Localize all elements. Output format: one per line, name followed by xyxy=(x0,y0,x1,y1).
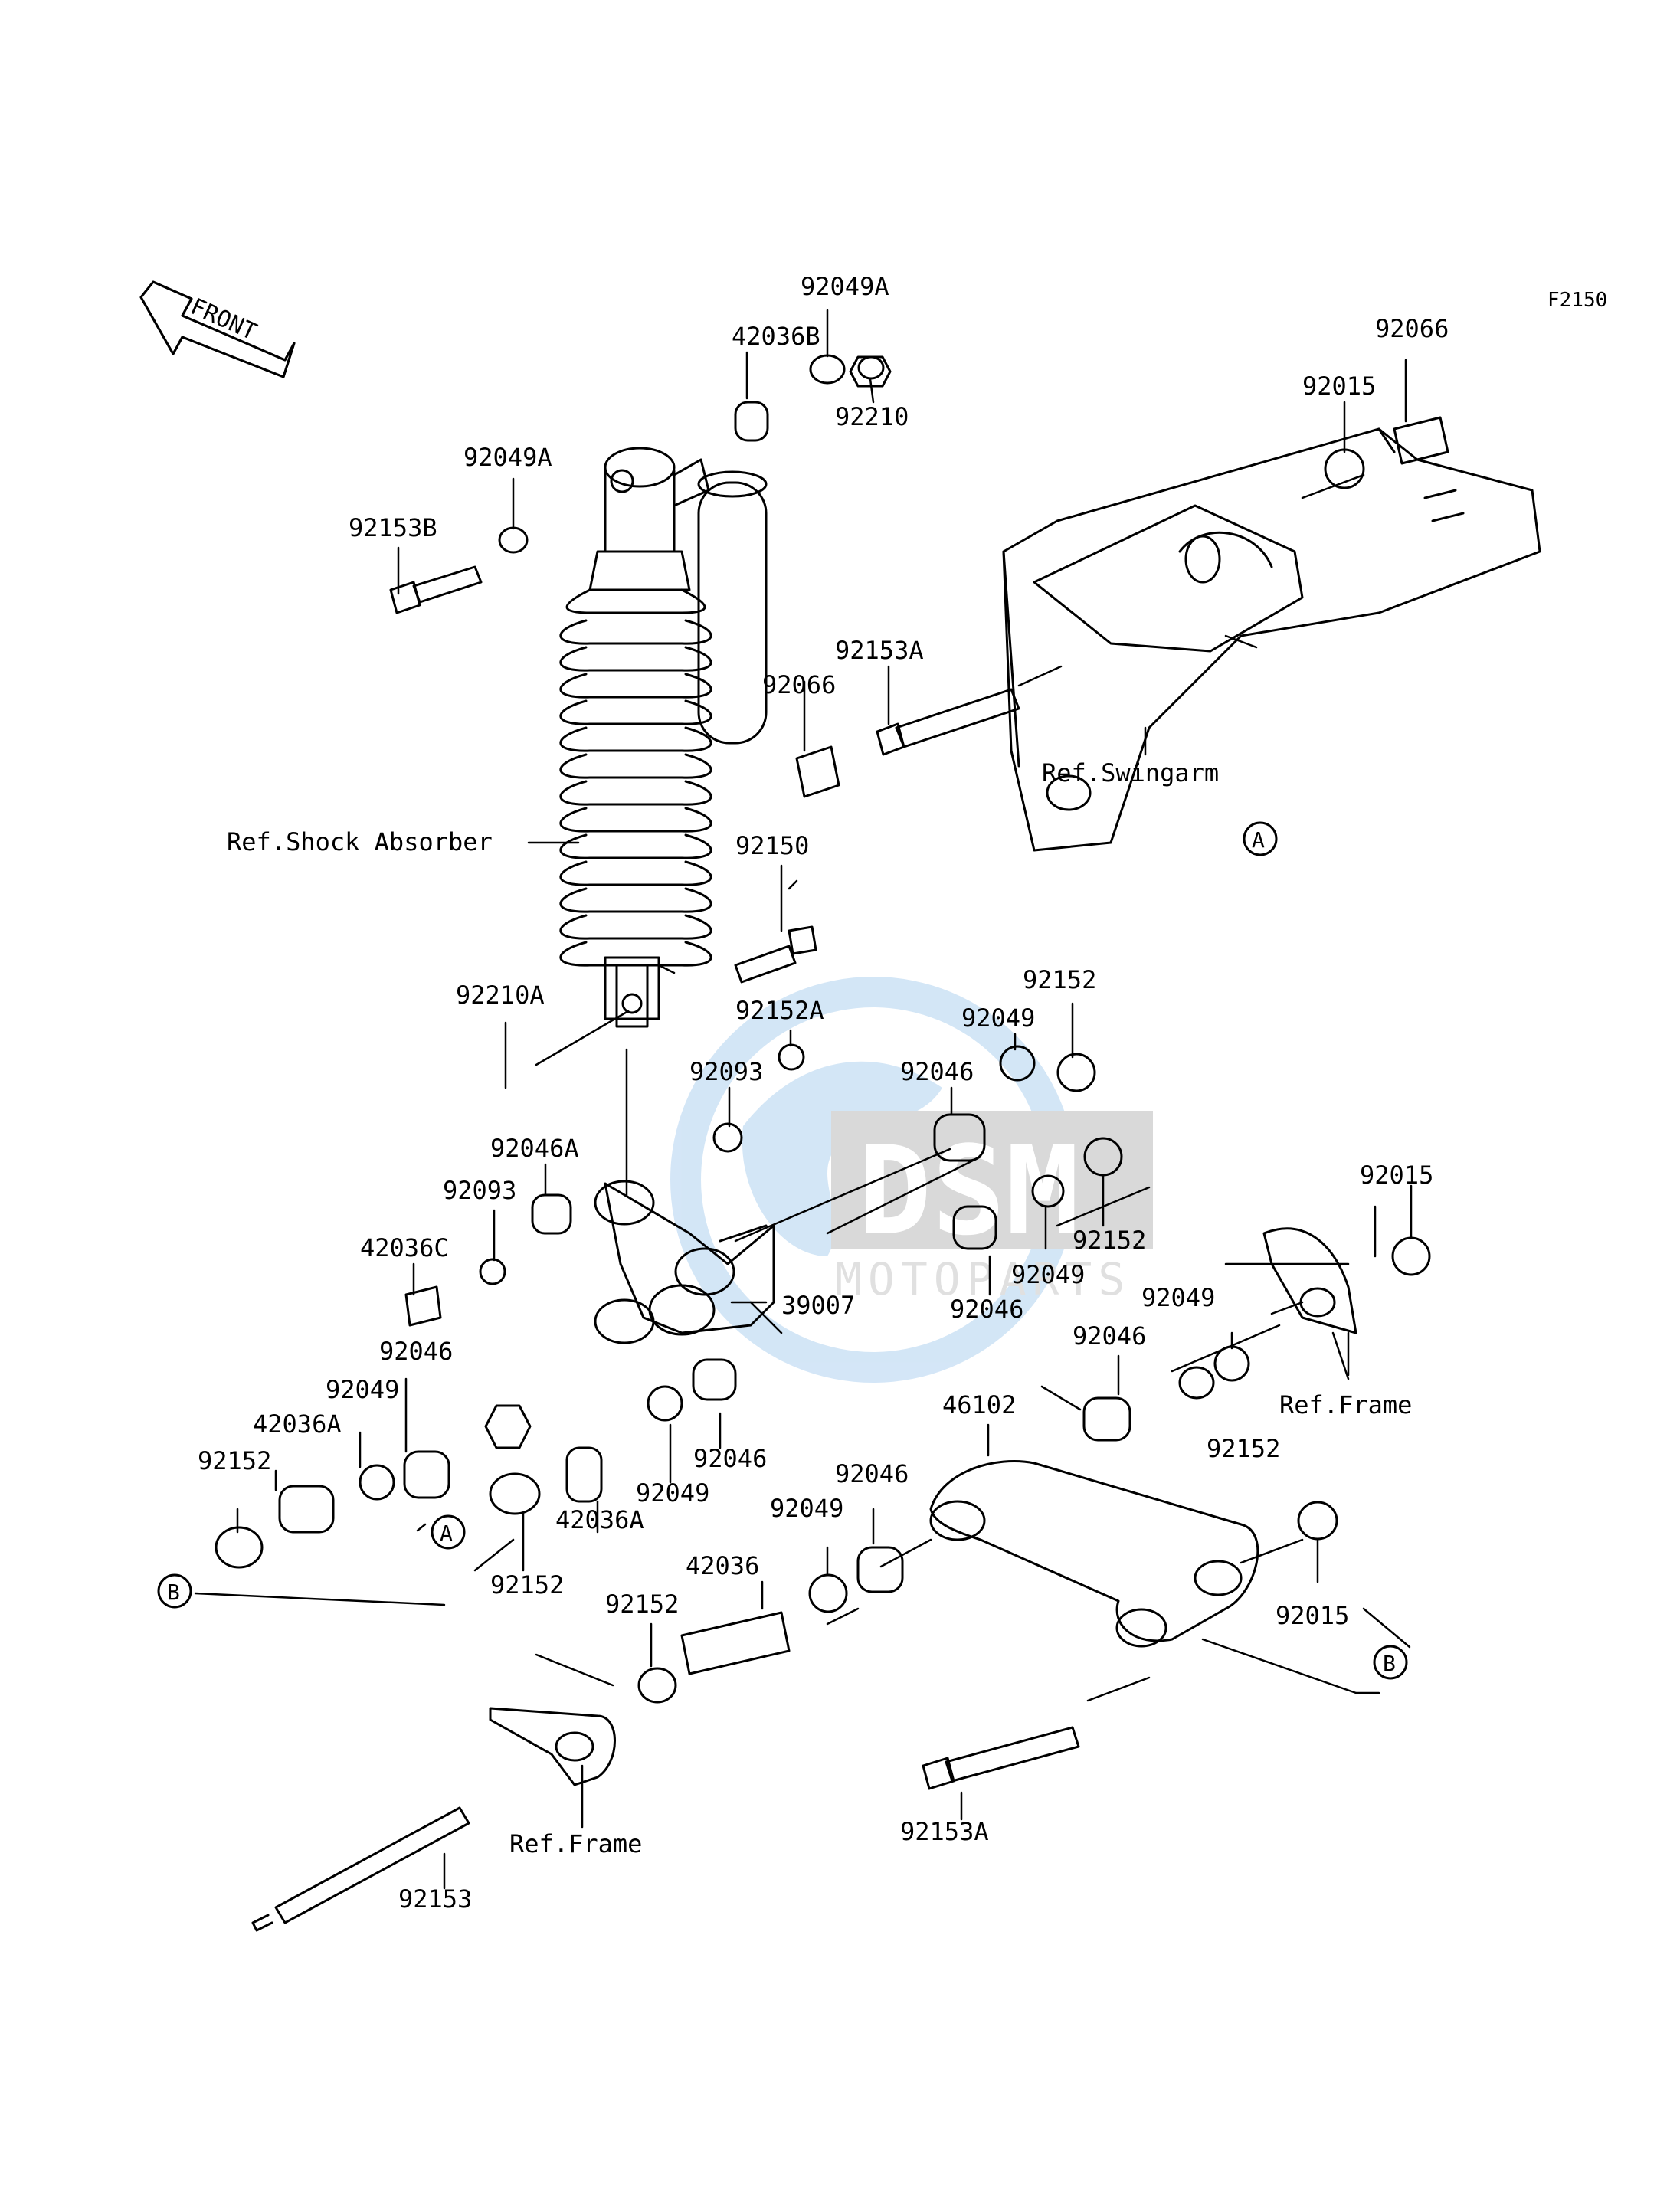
callout-b-right: B xyxy=(1383,1651,1396,1676)
part-label-92150: 92150 xyxy=(735,831,809,860)
part-label-92049a-top: 92049A xyxy=(801,272,889,301)
watermark: DSM MOTOPARTS xyxy=(670,977,1153,1383)
part-number-labels: 92049A42036B92210920669201592049A92153B9… xyxy=(198,272,1449,1914)
tie-rod xyxy=(929,1460,1259,1648)
part-label-92066-mid: 92066 xyxy=(762,670,836,699)
part-label-42036c: 42036C xyxy=(360,1233,449,1262)
part-label-92049-c: 92049 xyxy=(636,1478,709,1508)
callout-a-upper: A xyxy=(1252,827,1265,853)
part-label-92152-low: 92152 xyxy=(490,1570,564,1599)
ref-frame-right: Ref.Frame xyxy=(1279,1390,1412,1419)
part-label-42036a-c: 42036A xyxy=(555,1505,644,1534)
spring-coil xyxy=(559,673,712,699)
part-label-42036b: 42036B xyxy=(732,322,820,351)
part-label-92015-top: 92015 xyxy=(1302,372,1376,401)
spring-coil xyxy=(559,860,712,886)
part-label-92210: 92210 xyxy=(835,402,909,431)
spring-coil xyxy=(559,833,712,859)
watermark-brand: DSM xyxy=(858,1119,1079,1262)
part-label-92046-top: 92046 xyxy=(900,1057,974,1086)
watermark-tagline: MOTOPARTS xyxy=(835,1253,1131,1305)
part-label-92015-low: 92015 xyxy=(1276,1601,1349,1630)
part-label-92152a: 92152A xyxy=(735,996,824,1025)
spring-coil xyxy=(559,941,712,967)
part-label-92015-right: 92015 xyxy=(1360,1161,1433,1190)
spring-coil xyxy=(559,807,712,833)
reference-labels: Ref.Shock Absorber Ref.Swingarm Ref.Fram… xyxy=(227,289,1607,1858)
part-label-39007: 39007 xyxy=(781,1291,855,1320)
small-parts xyxy=(215,354,1449,1704)
bolt-92153 xyxy=(251,1806,470,1932)
bolt-92153a-top xyxy=(876,688,1020,756)
front-arrow-icon: FRONT xyxy=(139,280,296,378)
callout-b-left: B xyxy=(167,1580,180,1605)
figure-code: F2150 xyxy=(1547,289,1607,312)
part-label-92046-left: 92046 xyxy=(379,1337,453,1366)
part-label-92152-left: 92152 xyxy=(198,1446,271,1475)
bolt-92150 xyxy=(734,925,817,984)
leader-lines xyxy=(194,309,1413,1890)
swingarm xyxy=(1002,427,1541,852)
part-label-92049-left: 92049 xyxy=(326,1375,399,1404)
part-label-92152-top: 92152 xyxy=(1023,965,1096,994)
part-label-42036a-left: 42036A xyxy=(253,1410,342,1439)
part-label-42036: 42036 xyxy=(686,1551,759,1580)
part-label-92093-top: 92093 xyxy=(689,1057,763,1086)
spring-coil xyxy=(559,726,712,752)
part-label-92153a-top: 92153A xyxy=(835,636,924,665)
spring-coil xyxy=(559,914,712,940)
part-label-92049-link: 92049 xyxy=(770,1494,843,1523)
shock-absorber xyxy=(559,447,768,1028)
part-label-92049-top: 92049 xyxy=(961,1004,1035,1033)
bolt-92153a-bot xyxy=(922,1726,1080,1790)
part-label-92046-mid: 92046 xyxy=(950,1295,1023,1324)
spring-coil xyxy=(559,699,712,725)
spring-coil xyxy=(559,646,712,672)
spring-coil xyxy=(559,619,712,645)
ref-swingarm: Ref.Swingarm xyxy=(1042,758,1219,787)
callout-markers: A A B B xyxy=(157,821,1408,1680)
spring-coil xyxy=(559,887,712,913)
part-label-92093-left: 92093 xyxy=(443,1176,516,1205)
frame-bracket-right xyxy=(1262,1227,1357,1334)
frame-bracket-bottom xyxy=(489,1707,616,1786)
part-label-92153a-bot: 92153A xyxy=(900,1817,989,1846)
part-label-92210a: 92210A xyxy=(456,981,545,1010)
part-label-46102: 46102 xyxy=(942,1390,1016,1419)
part-label-92046a: 92046A xyxy=(490,1134,579,1163)
spring-coil xyxy=(559,780,712,806)
part-label-92066-top: 92066 xyxy=(1375,314,1449,343)
ref-frame-bottom: Ref.Frame xyxy=(509,1829,642,1858)
ref-shock-absorber: Ref.Shock Absorber xyxy=(227,827,493,856)
rocker-arm xyxy=(594,1180,775,1336)
callout-a-lower: A xyxy=(440,1521,453,1546)
bolt-92153b xyxy=(389,565,483,614)
part-label-92152-mid: 92152 xyxy=(1073,1226,1146,1255)
part-label-92049-mid: 92049 xyxy=(1011,1260,1085,1289)
part-label-92046-link: 92046 xyxy=(835,1459,909,1488)
part-label-92049-right: 92049 xyxy=(1141,1283,1215,1312)
part-label-92049a-left: 92049A xyxy=(463,443,552,472)
part-label-92153: 92153 xyxy=(398,1884,472,1914)
spring-coil xyxy=(559,753,712,779)
part-label-92153b: 92153B xyxy=(349,513,437,542)
part-label-92152-bot: 92152 xyxy=(605,1590,679,1619)
part-label-92046-right: 92046 xyxy=(1073,1321,1146,1351)
part-label-92046-c: 92046 xyxy=(693,1444,767,1473)
part-label-92152-r2: 92152 xyxy=(1207,1434,1280,1463)
